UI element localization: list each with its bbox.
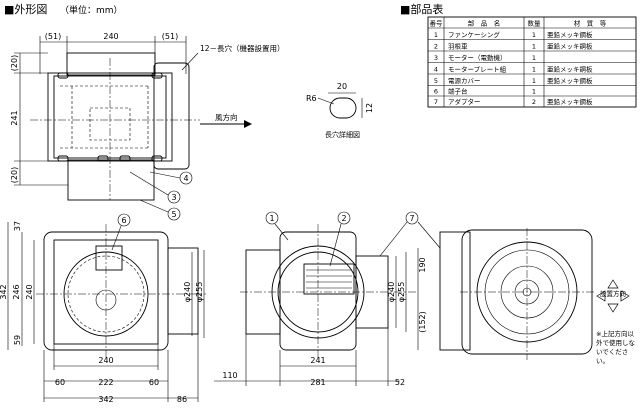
callout-1: 1 xyxy=(265,211,289,241)
svg-text:モーター（電動機）: モーター（電動機） xyxy=(448,53,507,62)
callout-5: 5 xyxy=(139,199,181,221)
svg-text:ファンケーシング: ファンケーシング xyxy=(448,30,500,39)
col-header-qty: 数量 xyxy=(528,19,542,28)
svg-text:端子台: 端子台 xyxy=(448,87,468,96)
dim-top-left: (51) xyxy=(45,32,61,41)
svg-text:モータープレート組: モータープレート組 xyxy=(448,65,507,74)
slot-radius: R6 xyxy=(306,94,317,103)
svg-text:3: 3 xyxy=(171,193,176,202)
callout-2: 2 xyxy=(329,211,351,267)
side-view: 1 2 7 φ240 φ255 190 (152) 241 110 xyxy=(214,211,441,387)
table-row: 6 端子台 1 xyxy=(434,87,536,96)
svg-text:6: 6 xyxy=(434,88,438,96)
rear-view: 設置方向 ※上記方向以外で使用しないでください。 xyxy=(439,228,635,365)
svg-text:7: 7 xyxy=(409,214,414,223)
parts-table: 番号 部 品 名 数量 材 質 等 1 ファンケーシング 1 亜鉛メッキ鋼板 2… xyxy=(427,16,637,108)
dim-side-190: 190 xyxy=(418,257,427,272)
dim-front-37: 37 xyxy=(13,221,22,231)
svg-text:5: 5 xyxy=(434,77,438,85)
dim-side-241: 241 xyxy=(310,356,325,365)
svg-text:亜鉛メッキ鋼板: 亜鉛メッキ鋼板 xyxy=(547,97,593,106)
svg-text:1: 1 xyxy=(434,31,438,39)
svg-text:6: 6 xyxy=(121,216,126,225)
dim-front-222: 222 xyxy=(98,378,113,387)
table-row: 3 モーター（電動機） 1 xyxy=(434,53,536,62)
dim-front-240-v: 240 xyxy=(25,284,34,299)
dim-side-152: (152) xyxy=(418,311,427,333)
dim-front-dia240: φ240 xyxy=(183,282,192,303)
dim-front-60-left: 60 xyxy=(55,378,65,387)
dim-front-86: 86 xyxy=(177,395,187,404)
svg-text:4: 4 xyxy=(434,66,438,74)
dim-front-342: 342 xyxy=(0,284,8,299)
drawing-title: ■外形図 xyxy=(4,3,47,16)
svg-text:5: 5 xyxy=(171,210,176,219)
table-row: 4 モータープレート組 1 亜鉛メッキ鋼板 xyxy=(434,65,593,74)
table-row: 1 ファンケーシング 1 亜鉛メッキ鋼板 xyxy=(434,30,593,39)
callout-3: 3 xyxy=(129,171,181,204)
svg-text:亜鉛メッキ鋼板: 亜鉛メッキ鋼板 xyxy=(547,30,593,39)
svg-text:1: 1 xyxy=(532,54,536,62)
direction-note: ※上記方向以外で使用しないでください。 xyxy=(596,330,635,365)
top-view: (51) 240 (51) 12－長穴（機器設置用） (20) 241 (20) xyxy=(10,32,285,221)
dim-front-342-h: 342 xyxy=(98,395,113,404)
svg-text:3: 3 xyxy=(434,54,438,62)
slot-caption: 長穴詳細図 xyxy=(325,130,360,139)
svg-text:2: 2 xyxy=(341,214,346,223)
parts-table-title: ■部品表 xyxy=(400,2,443,16)
front-view: 6 37 342 246 240 59 φ240 φ255 240 60 222… xyxy=(0,213,206,404)
svg-text:1: 1 xyxy=(532,43,536,51)
dim-side-dia240: φ240 xyxy=(387,282,396,303)
dim-side-52: 52 xyxy=(395,378,405,387)
dim-front-59: 59 xyxy=(13,335,22,345)
svg-text:電源カバー: 電源カバー xyxy=(448,76,481,85)
table-row: 5 電源カバー 1 亜鉛メッキ鋼板 xyxy=(434,76,593,85)
callout-7: 7 xyxy=(379,211,441,257)
airflow-arrow-icon xyxy=(244,120,252,128)
dim-front-246: 246 xyxy=(12,284,21,299)
dim-side-dia255: φ255 xyxy=(397,282,406,303)
svg-text:2: 2 xyxy=(532,98,536,106)
svg-text:1: 1 xyxy=(532,88,536,96)
callout-6: 6 xyxy=(111,213,131,251)
table-row: 2 羽根車 1 亜鉛メッキ鋼板 xyxy=(434,42,593,51)
svg-text:亜鉛メッキ鋼板: 亜鉛メッキ鋼板 xyxy=(547,65,593,74)
slot-length: 20 xyxy=(337,82,347,91)
unit-label: （単位：mm） xyxy=(60,4,123,16)
dim-side-281: 281 xyxy=(310,378,325,387)
dim-top-width: 240 xyxy=(103,32,118,41)
slot-detail: R6 20 12 長穴詳細図 xyxy=(306,82,374,139)
install-direction-icon xyxy=(596,279,630,313)
slot-height: 12 xyxy=(365,103,374,113)
svg-text:1: 1 xyxy=(269,214,274,223)
svg-text:1: 1 xyxy=(532,31,536,39)
dim-bottom-margin: (20) xyxy=(10,167,19,183)
svg-text:4: 4 xyxy=(183,174,188,183)
svg-text:亜鉛メッキ鋼板: 亜鉛メッキ鋼板 xyxy=(547,76,593,85)
callout-4: 4 xyxy=(149,171,193,185)
svg-text:亜鉛メッキ鋼板: 亜鉛メッキ鋼板 xyxy=(547,42,593,51)
dim-front-60-right: 60 xyxy=(149,378,159,387)
dim-top-margin: (20) xyxy=(10,55,19,71)
table-row: 7 アダプター 2 亜鉛メッキ鋼板 xyxy=(434,97,593,106)
dim-height: 241 xyxy=(10,110,19,125)
dim-top-right: (51) xyxy=(162,32,178,41)
dim-front-dia255: φ255 xyxy=(195,282,204,303)
svg-text:2: 2 xyxy=(434,43,438,51)
svg-text:7: 7 xyxy=(434,98,438,106)
col-header-no: 番号 xyxy=(430,20,444,28)
col-header-material: 材 質 等 xyxy=(574,19,607,28)
hole-note: 12－長穴（機器設置用） xyxy=(200,43,285,53)
svg-text:1: 1 xyxy=(532,77,536,85)
dim-front-240-h: 240 xyxy=(98,356,113,365)
col-header-name: 部 品 名 xyxy=(468,19,501,28)
install-direction-label: 設置方向 xyxy=(600,289,626,298)
airflow-label: 風方向 xyxy=(215,112,238,122)
svg-text:羽根車: 羽根車 xyxy=(448,42,468,51)
dim-side-110: 110 xyxy=(222,371,237,380)
svg-text:アダプター: アダプター xyxy=(448,97,481,106)
svg-text:1: 1 xyxy=(532,66,536,74)
